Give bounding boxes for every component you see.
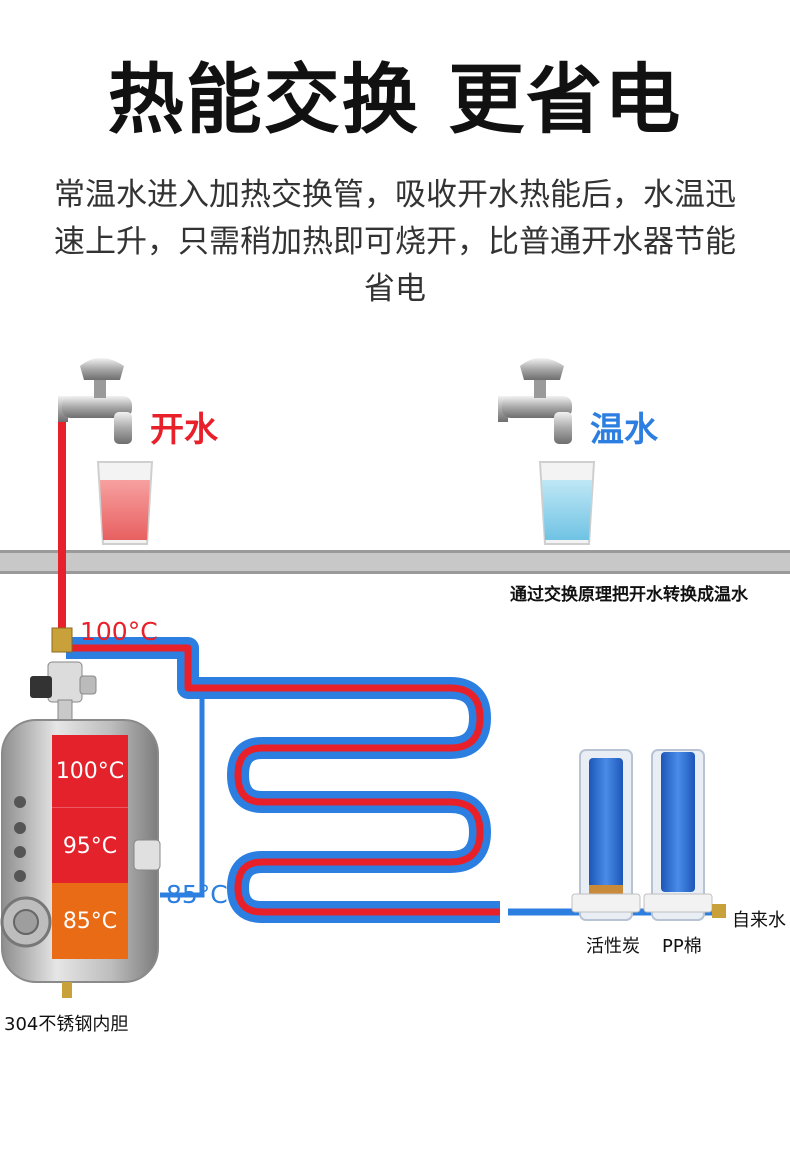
- warm-faucet-icon: [498, 358, 572, 444]
- pipe-return-temp: 85°C: [166, 880, 228, 909]
- page-title: 热能交换 更省电: [107, 55, 683, 144]
- warm-water-label: 温水: [590, 410, 658, 450]
- pipe-hot-temp: 100°C: [80, 617, 158, 646]
- tank-zone-top: 100°C: [52, 735, 128, 807]
- hot-water-cup-icon: [96, 461, 154, 545]
- tank-zone-middle: 95°C: [52, 807, 128, 884]
- tap-water-label: 自来水: [732, 910, 786, 931]
- tank-zone-bottom: 85°C: [52, 883, 128, 959]
- carbon-filter-icon: [571, 749, 641, 921]
- hot-water-label: 开水: [150, 410, 218, 450]
- tank-label: 304不锈钢内胆: [4, 1014, 129, 1035]
- pp-filter-icon: [643, 749, 726, 921]
- valve-assembly-icon: [30, 627, 97, 723]
- exchange-note: 通过交换原理把开水转换成温水: [510, 585, 748, 605]
- warm-water-cup-icon: [538, 461, 596, 545]
- heat-exchanger-coil: [66, 637, 500, 923]
- hot-faucet-icon: [58, 358, 132, 444]
- pp-filter-label: PP棉: [662, 936, 702, 957]
- description: 常温水进入加热交换管，吸收开水热能后，水温迅速上升，只需稍加热即可烧开，比普通开…: [54, 177, 736, 307]
- carbon-filter-label: 活性炭: [586, 936, 640, 957]
- counter-bar: [0, 550, 790, 574]
